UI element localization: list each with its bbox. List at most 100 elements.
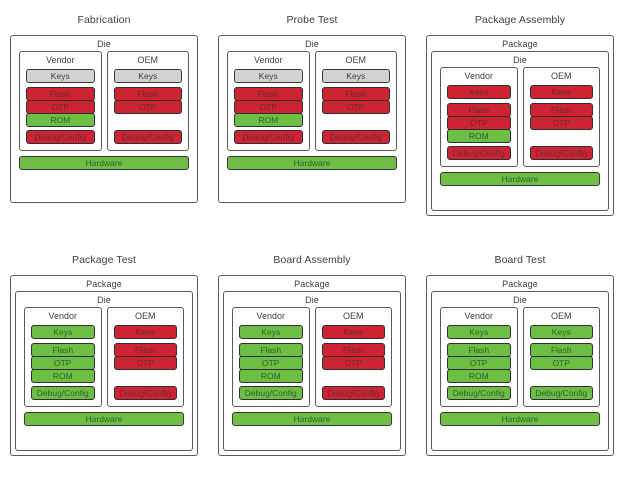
fabrication-die-label: Die — [97, 39, 111, 49]
package-assembly-vendor-label: Vendor — [464, 71, 494, 81]
probe-test-oem-blocks: Keys — [321, 69, 390, 83]
fabrication-oem-otp: OTP — [113, 100, 182, 114]
package-assembly-vendor-otp: OTP — [447, 116, 511, 130]
package-assembly-die-label: Die — [513, 55, 527, 65]
column-spacer — [322, 114, 391, 130]
package-assembly-vendor-blocks: Keys — [447, 85, 511, 99]
board-assembly-oem-keys: Keys — [321, 325, 385, 339]
board-test-vendor-keys: Keys — [447, 325, 511, 339]
fabrication-vendor-keys: Keys — [26, 69, 95, 83]
board-test-vendor-blocks: Keys — [447, 325, 511, 339]
board-test-vendor-label: Vendor — [464, 311, 494, 321]
package-assembly-vendor-flash: Flash — [447, 103, 511, 117]
probe-test-die-label: Die — [305, 39, 319, 49]
probe-test-title: Probe Test — [286, 14, 338, 26]
board-test-vendor-debug: Debug/Config — [447, 386, 511, 400]
probe-test-vendor-debug: Debug/Config — [234, 130, 303, 144]
package-test-oem-flash: Flash — [113, 343, 177, 357]
board-assembly-oem-flash: Flash — [321, 343, 385, 357]
board-test-oem-debug: Debug/Config — [529, 386, 593, 400]
board-test-oem-otp: OTP — [529, 356, 593, 370]
board-test-oem-label: OEM — [550, 311, 572, 321]
board-assembly-vendor-rom: ROM — [239, 369, 303, 383]
probe-test-oem-label: OEM — [345, 55, 366, 65]
fabrication-vendor-debug: Debug/Config — [26, 130, 95, 144]
board-test-title: Board Test — [494, 254, 546, 266]
board-assembly-die-label: Die — [305, 295, 319, 305]
package-test-oem-keys: Keys — [113, 325, 177, 339]
probe-test-vendor-blocks: Keys — [234, 69, 303, 83]
package-test-vendor-flash: Flash — [31, 343, 95, 357]
package-test-die-label: Die — [97, 295, 111, 305]
fabrication-oem-keys: Keys — [113, 69, 182, 83]
column-spacer — [114, 370, 178, 386]
board-assembly-vendor-flash: Flash — [239, 343, 303, 357]
package-assembly-vendor-debug: Debug/Config — [447, 146, 511, 160]
column-spacer — [530, 370, 594, 386]
package-assembly-oem-otp: OTP — [529, 116, 593, 130]
board-test-vendor-otp: OTP — [447, 356, 511, 370]
fabrication-oem-debug: Debug/Config — [113, 130, 182, 144]
board-assembly-package-label: Package — [294, 279, 330, 289]
package-test-oem-label: OEM — [134, 311, 156, 321]
board-assembly-oem-label: OEM — [342, 311, 364, 321]
probe-test-vendor-rom: ROM — [234, 113, 303, 127]
board-test-hardware-bar: Hardware — [440, 412, 600, 426]
fabrication-vendor-blocks: Keys — [26, 69, 95, 83]
probe-test-vendor-otp: OTP — [234, 100, 303, 114]
package-assembly-vendor-keys: Keys — [447, 85, 511, 99]
package-test-hardware-bar: Hardware — [24, 412, 184, 426]
package-test-vendor-otp: OTP — [31, 356, 95, 370]
package-assembly-oem-keys: Keys — [529, 85, 593, 99]
fabrication-vendor-label: Vendor — [45, 55, 75, 65]
package-test-oem-blocks: Keys — [113, 325, 177, 339]
package-test-vendor-blocks: Keys — [31, 325, 95, 339]
package-test-oem-otp: OTP — [113, 356, 177, 370]
package-assembly-oem-blocks: Keys — [529, 85, 593, 99]
board-assembly-vendor-debug: Debug/Config — [239, 386, 303, 400]
column-spacer — [322, 370, 386, 386]
board-assembly-title: Board Assembly — [273, 254, 351, 266]
probe-test-vendor-label: Vendor — [253, 55, 283, 65]
board-assembly-oem-otp: OTP — [321, 356, 385, 370]
